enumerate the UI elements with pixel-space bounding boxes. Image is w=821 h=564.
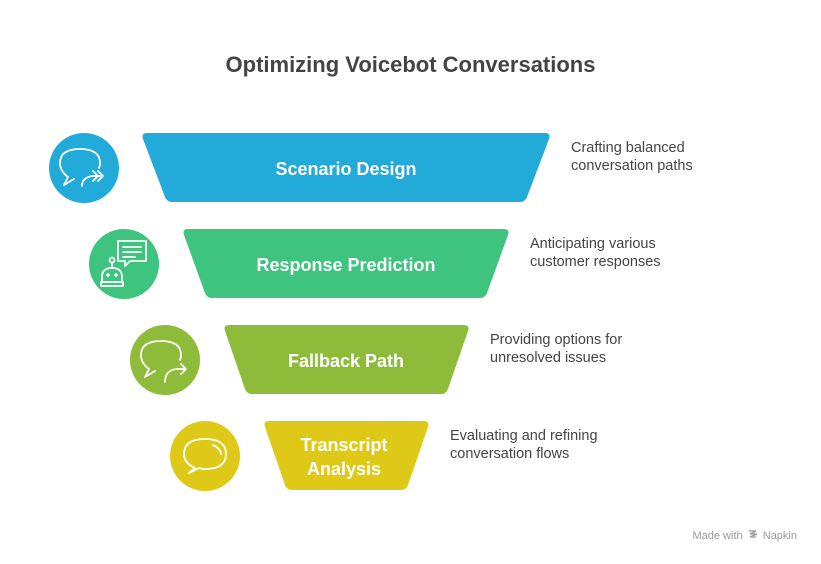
chat-forward-double-arrow-icon xyxy=(59,148,104,187)
made-with-credit[interactable]: Made with Napkin xyxy=(692,529,797,542)
funnel-stage-scenario-design: Scenario Design xyxy=(49,133,550,203)
napkin-logo-icon xyxy=(748,529,758,542)
description-line: Anticipating various xyxy=(530,236,656,252)
description-line: conversation paths xyxy=(571,158,693,174)
chat-bubble-icon xyxy=(183,438,227,474)
credit-brand: Napkin xyxy=(762,530,797,542)
stage-description: Anticipating various customer responses xyxy=(530,235,661,271)
description-line: conversation flows xyxy=(450,446,570,462)
stage-bar xyxy=(264,421,429,490)
description-line: customer responses xyxy=(530,254,661,270)
description-line: Crafting balanced xyxy=(571,140,685,156)
stage-label-line-1: Transcript xyxy=(300,435,387,455)
stage-description: Crafting balanced conversation paths xyxy=(571,139,693,175)
stage-label: Fallback Path xyxy=(288,351,404,371)
stage-icon-circle xyxy=(49,133,119,203)
funnel-stage-transcript-analysis: Transcript Analysis xyxy=(170,421,429,491)
description-line: Providing options for xyxy=(490,332,623,348)
stage-description: Providing options for unresolved issues xyxy=(490,331,622,367)
robot-chat-icon xyxy=(100,240,147,287)
description-line: Evaluating and refining xyxy=(450,428,598,444)
stage-bar xyxy=(142,133,550,202)
diagram-title: Optimizing Voicebot Conversations xyxy=(225,52,596,77)
credit-prefix: Made with xyxy=(692,530,743,542)
stage-label-line-2: Analysis xyxy=(307,459,381,479)
stage-icon-circle xyxy=(89,229,159,299)
stage-bar xyxy=(224,325,469,394)
stage-label: Response Prediction xyxy=(256,255,435,275)
stage-icon-circle xyxy=(130,325,200,395)
chat-forward-arrow-icon xyxy=(140,340,187,383)
stage-description: Evaluating and refining conversation flo… xyxy=(450,427,598,463)
description-line: unresolved issues xyxy=(490,350,607,366)
stage-icon-circle xyxy=(170,421,240,491)
stage-bar xyxy=(183,229,509,298)
stage-label: Scenario Design xyxy=(275,159,416,179)
funnel-stage-fallback-path: Fallback Path xyxy=(130,325,469,395)
funnel-stage-response-prediction: Response Prediction xyxy=(89,229,509,299)
